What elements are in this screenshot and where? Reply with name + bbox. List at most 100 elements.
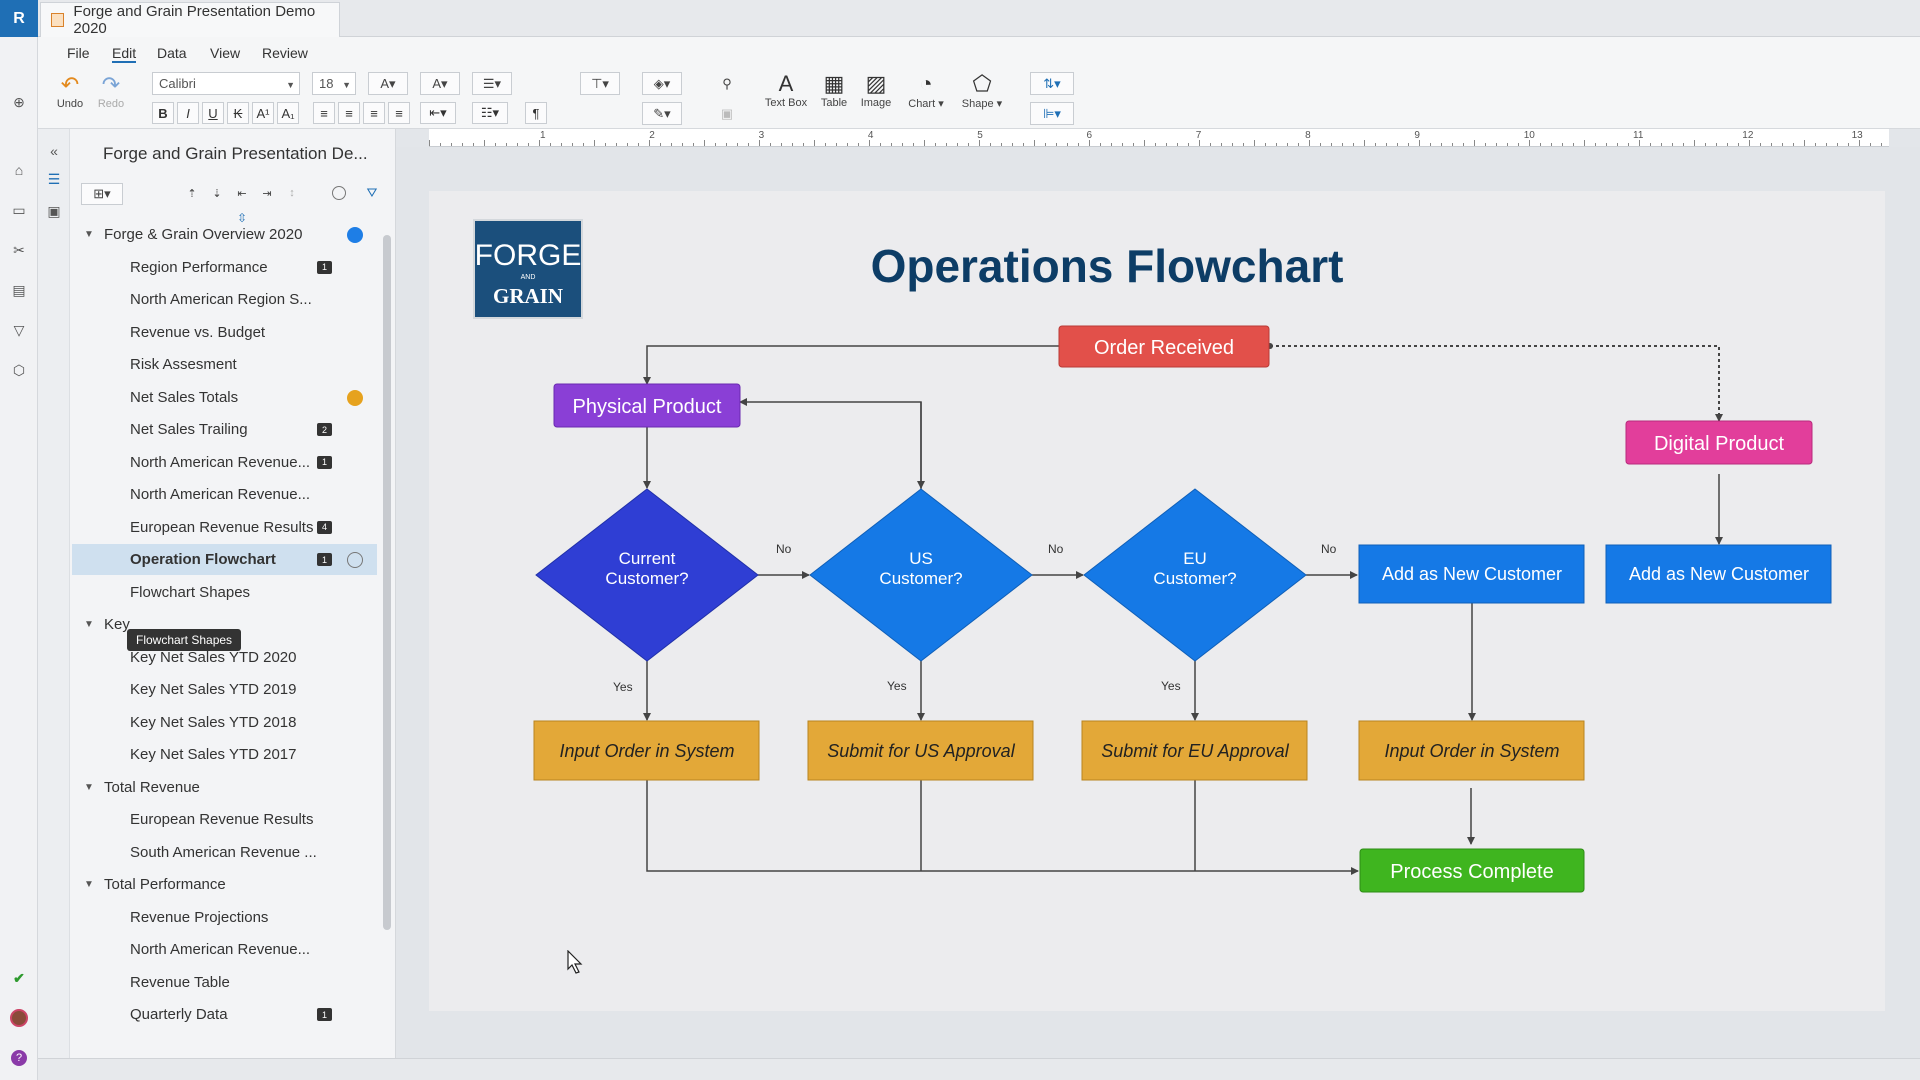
node-physical-product[interactable]: Physical Product: [553, 383, 741, 428]
outdent-icon[interactable]: ⇤: [237, 187, 247, 200]
undo-button[interactable]: ↶Undo: [46, 72, 94, 110]
menu-data[interactable]: Data: [157, 45, 187, 61]
node-input-order-1[interactable]: Input Order in System: [533, 720, 760, 781]
underline-button[interactable]: U: [202, 102, 224, 124]
expand-arrow-icon[interactable]: ▼: [84, 781, 94, 793]
node-current-customer[interactable]: Current Customer?: [535, 488, 759, 662]
expand-arrow-icon[interactable]: ▼: [84, 619, 94, 630]
align-objects-button[interactable]: ⊫▾: [1030, 102, 1074, 125]
filter-icon[interactable]: ▽: [13, 321, 25, 338]
tree-item[interactable]: European Revenue Results: [72, 804, 377, 835]
redo-button[interactable]: ↷Redo: [87, 72, 135, 110]
fill-button[interactable]: ◈▾: [642, 72, 682, 95]
tree-item[interactable]: ▼Key: [72, 609, 377, 640]
tree-item[interactable]: North American Revenue...: [72, 479, 377, 510]
node-add-customer-1[interactable]: Add as New Customer: [1358, 544, 1585, 604]
align-right-button[interactable]: ≡: [363, 102, 385, 124]
avatar[interactable]: [9, 1008, 29, 1028]
slide-title[interactable]: Operations Flowchart: [871, 240, 1344, 292]
expand-arrow-icon[interactable]: ▼: [84, 229, 94, 240]
status-dot[interactable]: [347, 389, 363, 406]
node-submit-eu[interactable]: Submit for EU Approval: [1081, 720, 1308, 781]
table-button[interactable]: ▦Table: [810, 71, 858, 109]
tree-item[interactable]: South American Revenue ...: [72, 837, 377, 868]
menu-file[interactable]: File: [67, 45, 90, 61]
filter-icon[interactable]: ⛛: [366, 185, 378, 200]
font-size-select[interactable]: 18▼: [312, 72, 356, 95]
node-us-customer[interactable]: US Customer?: [809, 488, 1033, 662]
text-color-button[interactable]: A▾: [368, 72, 408, 95]
paragraph-button[interactable]: ¶: [525, 102, 547, 124]
vertical-align-button[interactable]: ⊤▾: [580, 72, 620, 95]
tree-item[interactable]: North American Revenue...: [72, 934, 377, 965]
tools-icon[interactable]: ✂: [13, 241, 25, 258]
folder-icon[interactable]: ▭: [12, 201, 26, 218]
comment-badge[interactable]: 1: [317, 455, 332, 469]
align-center-button[interactable]: ≡: [338, 102, 360, 124]
menu-edit[interactable]: Edit: [112, 45, 137, 63]
format-painter-icon[interactable]: ⚲: [722, 75, 732, 91]
comment-badge[interactable]: 2: [317, 423, 332, 436]
bold-button[interactable]: B: [152, 102, 174, 124]
status-dot[interactable]: [347, 227, 363, 243]
collapse-panel-icon[interactable]: «: [50, 143, 58, 159]
node-digital-product[interactable]: Digital Product: [1625, 420, 1813, 465]
document-tab[interactable]: Forge and Grain Presentation Demo 2020: [40, 2, 340, 37]
node-submit-us[interactable]: Submit for US Approval: [807, 720, 1034, 781]
tree-item[interactable]: North American Region S...: [72, 284, 377, 315]
node-order-received[interactable]: Order Received: [1058, 325, 1270, 368]
comments-icon[interactable]: ▣: [47, 202, 61, 219]
menu-view[interactable]: View: [210, 45, 241, 61]
slide[interactable]: FORGE AND GRAIN Operations Flowchart: [429, 191, 1885, 1011]
tree-item[interactable]: Revenue Projections: [72, 902, 377, 933]
font-family-select[interactable]: Calibri▼: [152, 72, 300, 95]
circle-status-icon[interactable]: [331, 185, 347, 201]
add-slide-button[interactable]: ⊞▾: [81, 183, 123, 205]
tree-item[interactable]: ▼Forge & Grain Overview 2020: [72, 219, 377, 250]
move-down-icon[interactable]: ⇣: [212, 187, 222, 200]
comment-badge[interactable]: 1: [317, 260, 332, 274]
comment-badge[interactable]: 4: [317, 520, 332, 534]
tree-item[interactable]: Key Net Sales YTD 2017: [72, 739, 377, 770]
tree-item[interactable]: Net Sales Totals: [72, 382, 377, 413]
arrange-button[interactable]: ⇅▾: [1030, 72, 1074, 95]
tree-item[interactable]: Risk Assesment: [72, 349, 377, 380]
italic-button[interactable]: I: [177, 102, 199, 124]
home-icon[interactable]: ⌂: [14, 162, 24, 178]
tree-item[interactable]: Key Net Sales YTD 2018: [72, 707, 377, 738]
indent-button[interactable]: ⇤▾: [420, 102, 456, 124]
chart-button[interactable]: ◔Chart ▾: [902, 71, 950, 110]
tree-item[interactable]: North American Revenue...1: [72, 447, 377, 478]
justify-button[interactable]: ≡: [388, 102, 410, 124]
node-eu-customer[interactable]: EU Customer?: [1083, 488, 1307, 662]
align-left-button[interactable]: ≡: [313, 102, 335, 124]
move-up-icon[interactable]: ⇡: [187, 187, 197, 200]
node-add-customer-2[interactable]: Add as New Customer: [1605, 544, 1832, 604]
comment-badge[interactable]: 1: [317, 1008, 332, 1021]
superscript-button[interactable]: A¹: [252, 102, 274, 124]
tree-item[interactable]: ▼Total Revenue: [72, 772, 377, 803]
expand-all-icon[interactable]: ⇳: [236, 211, 248, 225]
outline-icon[interactable]: ☰: [47, 170, 61, 187]
strikethrough-button[interactable]: K: [227, 102, 249, 124]
tree-item[interactable]: Flowchart Shapes: [72, 577, 377, 608]
add-icon[interactable]: ⊕: [13, 93, 25, 110]
node-input-order-2[interactable]: Input Order in System: [1358, 720, 1585, 781]
status-ring-icon[interactable]: [347, 552, 363, 568]
panel-scrollbar[interactable]: [383, 235, 391, 930]
expand-arrow-icon[interactable]: ▼: [84, 879, 94, 890]
sort-icon[interactable]: ↕: [289, 187, 295, 199]
subscript-button[interactable]: A₁: [277, 102, 299, 124]
cube-icon[interactable]: ⬡: [12, 361, 26, 378]
image-button[interactable]: ▨Image: [852, 71, 900, 109]
table-icon[interactable]: ▤: [12, 281, 26, 298]
line-color-button[interactable]: ✎▾: [642, 102, 682, 125]
help-icon[interactable]: ?: [9, 1048, 29, 1068]
tree-item[interactable]: Revenue vs. Budget: [72, 317, 377, 348]
